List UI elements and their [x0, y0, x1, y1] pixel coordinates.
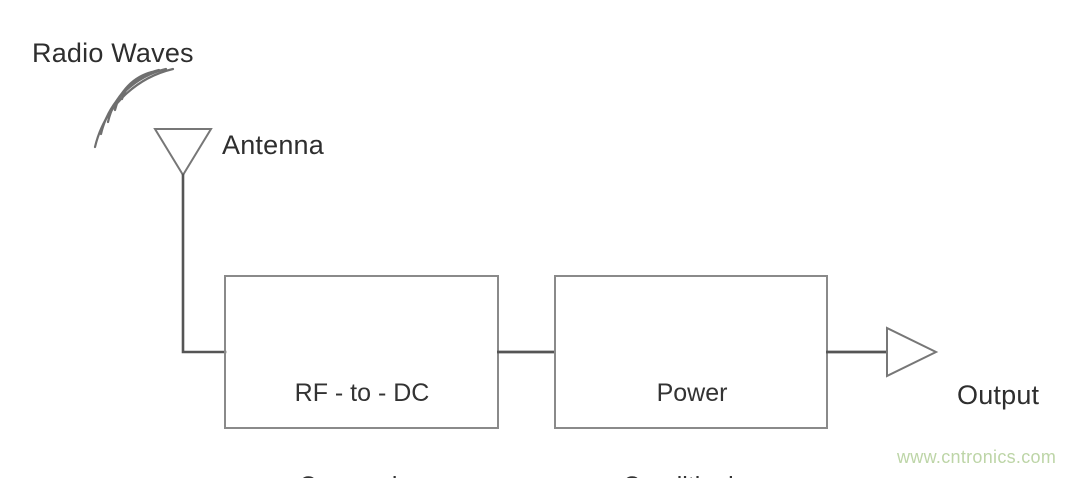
block-rf-to-dc-label: RF - to - DC Conversion	[226, 316, 498, 478]
block-rf-to-dc-line2: Conversion	[226, 471, 498, 478]
watermark: www.cntronics.com	[897, 447, 1057, 467]
label-antenna: Antenna	[222, 130, 324, 160]
radio-wave-arcs	[93, 67, 175, 149]
wave-arc-4	[99, 67, 168, 136]
output-triangle-icon	[886, 326, 939, 378]
wave-arc-2	[113, 70, 154, 112]
wave-arc-5	[93, 67, 175, 149]
antenna-feed-line	[181, 173, 227, 354]
label-radio-waves: Radio Waves	[32, 38, 194, 68]
block-power-conditioning-line1: Power	[656, 379, 728, 407]
label-output-line1: Output	[957, 380, 1040, 410]
label-output-to-load: Output to Load	[957, 310, 1048, 478]
block-power-conditioning-line2: Conditioning	[556, 471, 828, 478]
antenna-triangle-icon	[153, 128, 213, 177]
block-power-conditioning-label: Power Conditioning	[556, 316, 828, 478]
block-rf-to-dc-line1: RF - to - DC	[294, 379, 430, 407]
